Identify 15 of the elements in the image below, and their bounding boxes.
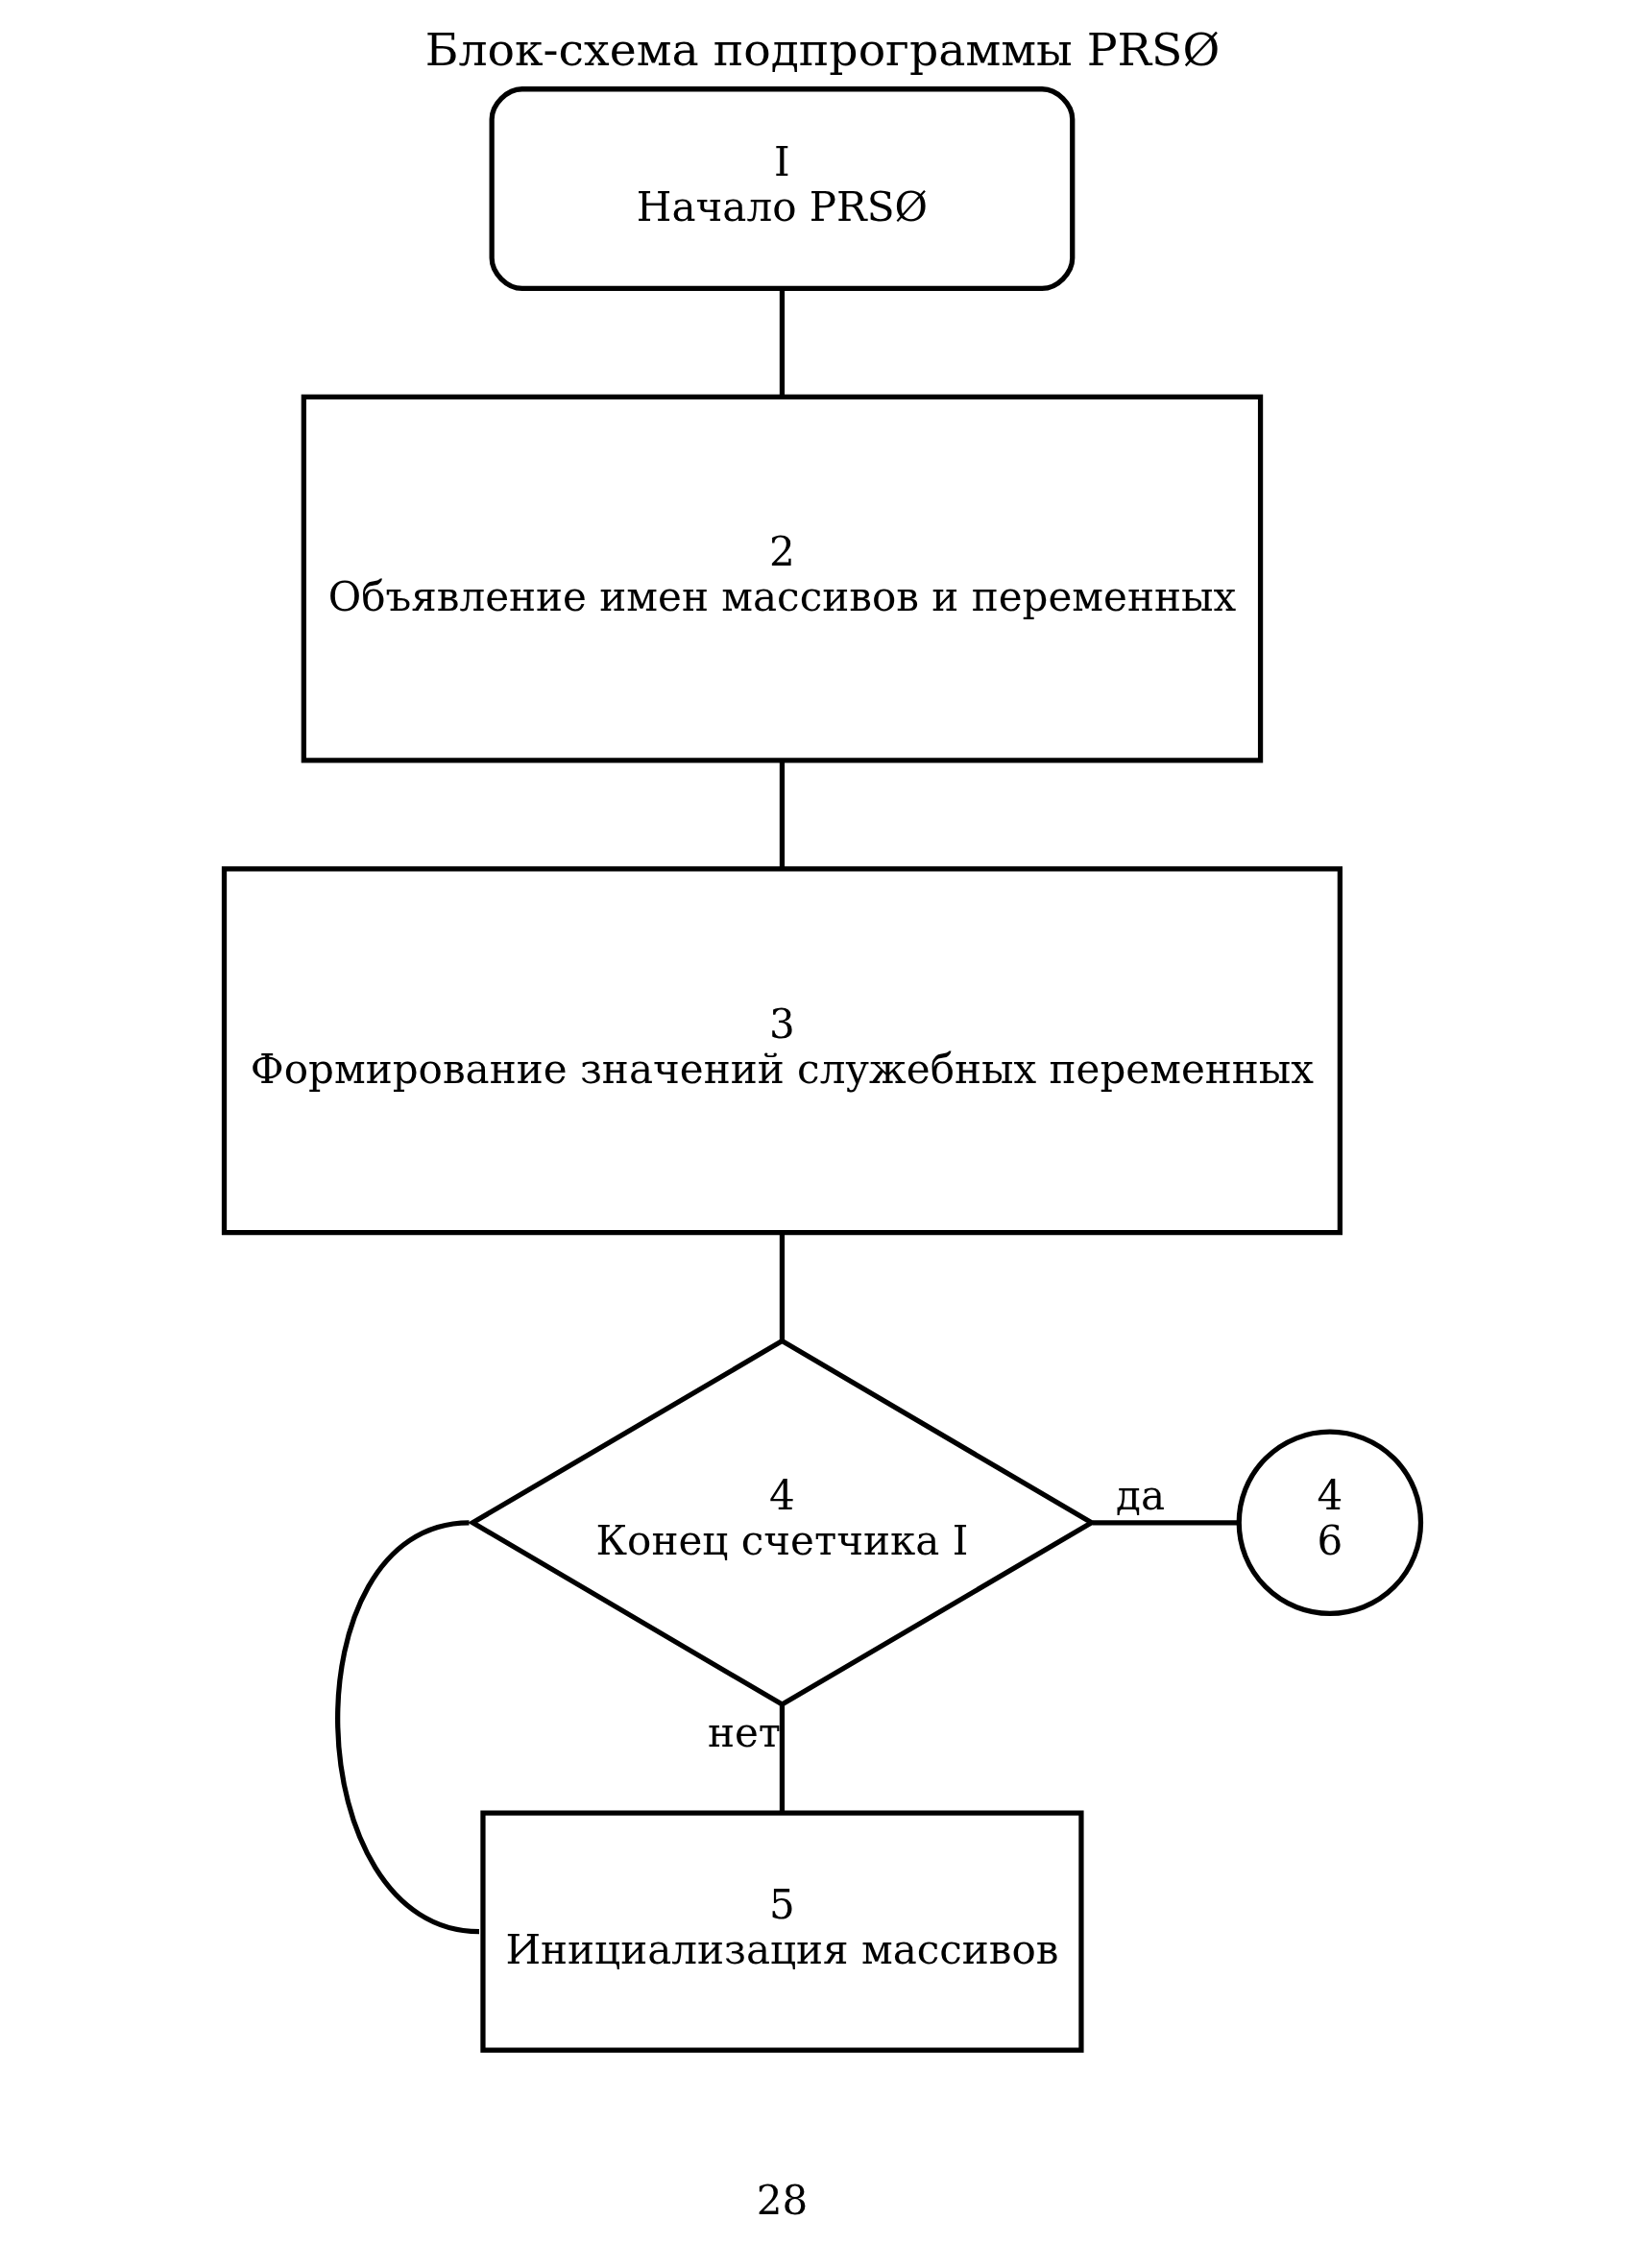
connector xyxy=(779,760,786,869)
node-box: 2 Объявление имен массивов и переменных xyxy=(301,394,1264,763)
edge-label: нет xyxy=(707,1709,782,1757)
connector xyxy=(335,1520,480,1935)
edge-label: да xyxy=(1116,1472,1166,1520)
node-box: 5 Инициализация массивов xyxy=(480,1810,1084,2053)
diagram-title: Блок-схема подпрограммы PRSØ xyxy=(424,22,1221,76)
connector xyxy=(779,289,786,398)
connector xyxy=(779,1233,786,1340)
connector xyxy=(1092,1520,1240,1526)
node-box: 3 Формирование значений служебных переменных xyxy=(221,866,1343,1236)
connector xyxy=(779,1704,786,1813)
node-circle: 4 6 xyxy=(1236,1429,1424,1617)
node-box: I Начало PRSØ xyxy=(489,86,1076,292)
label: 28 xyxy=(756,2176,809,2224)
